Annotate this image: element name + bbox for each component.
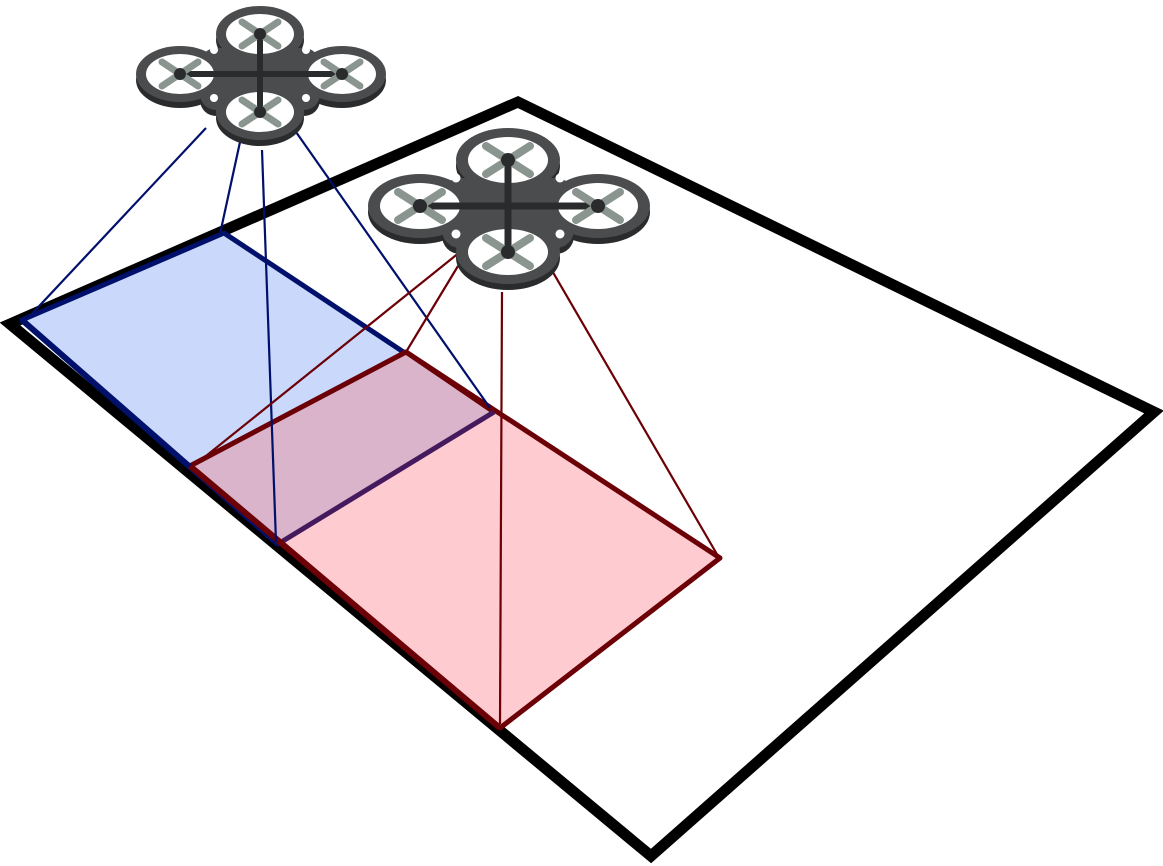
- drone-2: [368, 128, 650, 290]
- drone-2-rays: [195, 243, 719, 725]
- drone-1-ray: [27, 127, 207, 319]
- overlap-region: [190, 352, 494, 544]
- overlap-edge-bottom: [276, 409, 496, 547]
- drone-2-ray: [539, 249, 719, 557]
- drone-1-ray: [218, 141, 242, 235]
- footprint-left-edge-red: [188, 463, 502, 731]
- drone-2-ray: [195, 243, 471, 465]
- drone-2-ray: [405, 265, 459, 353]
- drone-2-hubs: [413, 153, 605, 259]
- drone-1-rays: [27, 127, 491, 543]
- drone-1-hubs: [174, 28, 348, 118]
- drone-2-ray: [498, 291, 504, 725]
- drone-2-arms: [420, 160, 598, 252]
- drone-1-arms: [180, 34, 342, 112]
- drone-1: [136, 6, 386, 146]
- drone-1-ray: [260, 149, 278, 543]
- drone-1-ray: [295, 131, 491, 409]
